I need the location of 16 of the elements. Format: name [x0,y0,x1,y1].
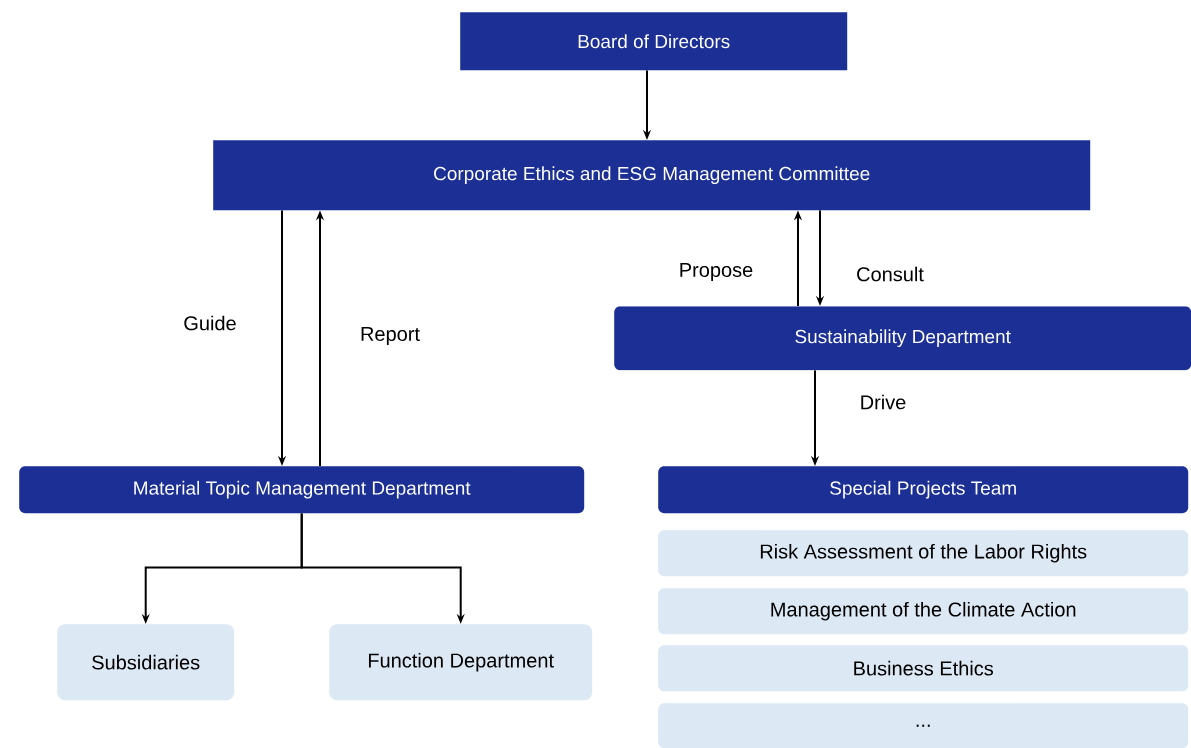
header-box: Sustainability Department [614,306,1191,371]
header-box: Board of Directors [460,12,848,71]
item-box: Risk Assessment of the Labor Rights [658,530,1189,577]
item-box: Subsidiaries [57,624,235,701]
edge-label: Drive [857,392,909,412]
header-box: Material Topic Management Department [19,466,585,514]
header-box: Special Projects Team [658,466,1189,514]
edge-label: Consult [854,264,926,284]
header-box: Corporate Ethics and ESG Management Committee [213,140,1091,211]
item-box: ... [658,703,1189,748]
item-box: Business Ethics [658,645,1189,692]
edge-label: Propose [676,261,756,283]
item-box: Management of the Climate Action [658,588,1189,635]
item-box: Function Department [329,624,593,701]
edge-label: Report [358,325,422,347]
edge-label: Guide [181,313,239,333]
